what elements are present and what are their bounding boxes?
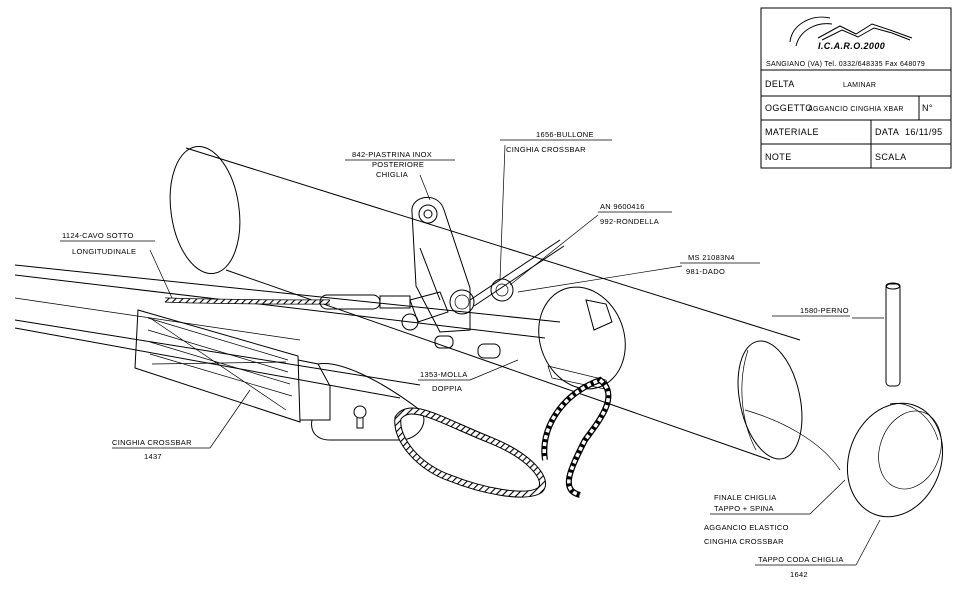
delta-value: LAMINAR	[843, 82, 876, 89]
label-cavo-2: LONGITUDINALE	[72, 247, 136, 256]
label-bullone-2: CINGHIA CROSSBAR	[506, 145, 586, 154]
label-piastrina-3: CHIGLIA	[376, 170, 408, 179]
crossbar-tube	[14, 264, 561, 399]
data-value: 16/11/95	[905, 127, 943, 137]
label-finale-2: TAPPO + SPINA	[714, 504, 774, 513]
label-rondella-2: 992-RONDELLA	[600, 217, 659, 226]
bolt-assembly	[434, 239, 565, 359]
label-dado-1: MS 21083N4	[688, 253, 735, 262]
label-molla-1: 1353-MOLLA	[420, 370, 468, 379]
number-label: N°	[922, 103, 933, 113]
label-cavo-1: 1124-CAVO SOTTO	[62, 231, 134, 240]
label-cinghia-2: 1437	[144, 452, 162, 461]
scala-label: SCALA	[875, 152, 907, 162]
tail-end-cap	[846, 402, 944, 518]
label-piastrina-1: 842-PIASTRINA INOX	[352, 150, 432, 159]
company-address: SANGIANO (VA) Tel. 0332/648335 Fax 64807…	[766, 61, 925, 68]
label-piastrina-2: POSTERIORE	[372, 160, 424, 169]
data-label: DATA	[875, 127, 899, 137]
label-tappo-1: TAPPO CODA CHIGLIA	[758, 555, 844, 564]
crossbar-strap	[134, 309, 425, 441]
label-dado-2: 981-DADO	[686, 267, 725, 276]
callout-labels: 842-PIASTRINA INOX POSTERIORE CHIGLIA 16…	[62, 130, 849, 579]
oggetto-value: AGGANCIO CINGHIA XBAR	[808, 106, 904, 113]
lower-cable	[164, 291, 449, 331]
title-block: I.C.A.R.O.2000 SANGIANO (VA) Tel. 0332/6…	[760, 7, 952, 169]
label-bullone-1: 1656-BULLONE	[536, 130, 594, 139]
logo-text: I.C.A.R.O.2000	[818, 41, 885, 51]
label-cinghia-1: CINGHIA CROSSBAR	[112, 438, 192, 447]
keel-tube	[169, 145, 841, 471]
note-label: NOTE	[765, 152, 792, 162]
label-rondella-1: AN 9600416	[600, 202, 645, 211]
elastic-loop	[394, 376, 612, 498]
leader-lines	[60, 139, 884, 566]
oggetto-label: OGGETTO	[765, 103, 813, 113]
materiale-label: MATERIALE	[765, 127, 819, 137]
label-molla-2: DOPPIA	[432, 384, 462, 393]
icaro-logo: I.C.A.R.O.2000	[789, 16, 913, 51]
label-tappo-2: 1642	[790, 570, 808, 579]
pin	[885, 282, 901, 387]
label-aggancio-1: AGGANCIO ELASTICO	[704, 523, 789, 532]
label-perno: 1580-PERNO	[800, 306, 849, 315]
delta-label: DELTA	[765, 79, 795, 89]
label-finale-1: FINALE CHIGLIA	[714, 493, 777, 502]
rear-plate	[411, 196, 471, 333]
label-aggancio-2: CINGHIA CROSSBAR	[704, 537, 784, 546]
